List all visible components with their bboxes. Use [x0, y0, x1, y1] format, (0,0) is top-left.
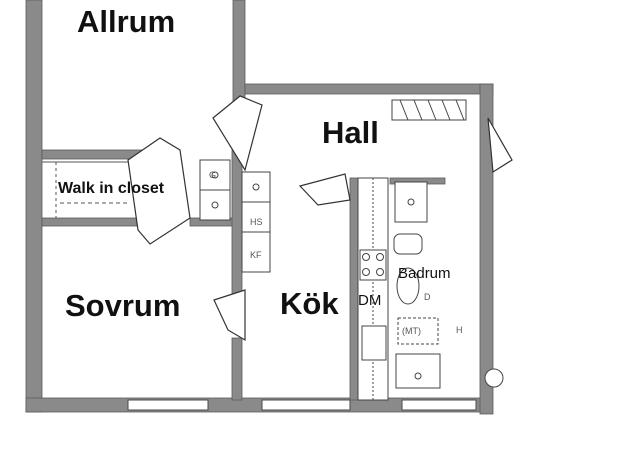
cabinets-g — [199, 159, 428, 273]
hall-wardrobe — [391, 99, 467, 121]
h-mark: H — [456, 325, 463, 335]
room-label-hall: Hall — [322, 115, 379, 150]
room-label-walk-in-closet: Walk in closet — [58, 180, 165, 197]
kf-mark: KF — [250, 250, 262, 260]
bathroom-fixtures — [393, 233, 504, 389]
windows — [127, 399, 477, 411]
kitchen-counter — [357, 177, 389, 401]
room-label-dm: DM — [358, 292, 382, 309]
bedroom-door — [213, 289, 246, 342]
g-mark: G — [209, 170, 216, 180]
room-label-allrum: Allrum — [77, 4, 176, 39]
d-mark: D — [424, 292, 431, 302]
doors — [127, 95, 513, 342]
closet-door — [127, 137, 191, 245]
entrance-door — [487, 117, 513, 174]
closet-shelves — [42, 161, 128, 218]
hs-mark: HS — [250, 217, 263, 227]
hall-door — [212, 95, 263, 172]
walls — [25, 0, 494, 415]
room-label-kok: Kök — [280, 286, 339, 321]
mt-mark: (MT) — [402, 326, 421, 336]
room-label-badrum: Badrum — [398, 265, 451, 282]
room-label-sovrum: Sovrum — [65, 288, 181, 323]
kitchen-door — [298, 173, 351, 206]
